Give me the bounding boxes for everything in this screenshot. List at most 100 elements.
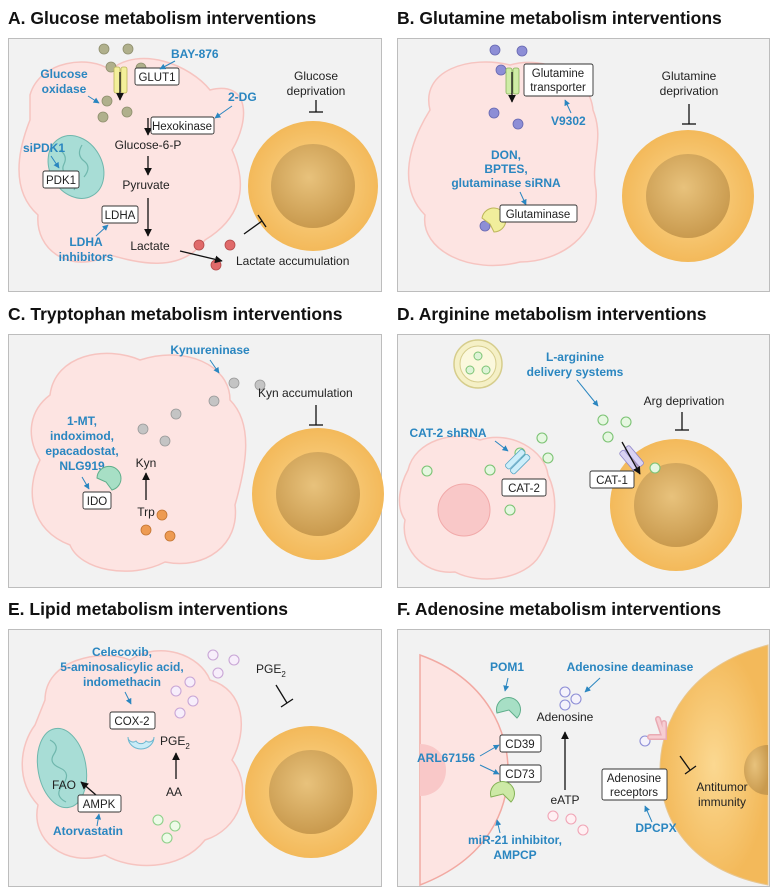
panel-a-title: A. Glucose metabolism interventions — [8, 8, 317, 28]
transporter-icon — [619, 445, 644, 472]
mir21-label-1: miR-21 inhibitor, — [468, 833, 562, 847]
glucose-oxidase-label-2: oxidase — [42, 82, 87, 96]
glut1-box — [134, 67, 180, 86]
panel-d-graphics: L-arginine delivery systems Arg deprivat… — [398, 339, 742, 580]
ldha-inhibitors-label-1: LDHA — [69, 235, 103, 249]
sipdk1-label: siPDK1 — [23, 141, 65, 155]
v9302-label: V9302 — [551, 114, 586, 128]
tumor-cell — [30, 352, 247, 572]
arrow-icon — [124, 691, 132, 705]
arrow-icon — [576, 379, 599, 407]
adenosine-receptors-label-1: Adenosine — [607, 773, 661, 785]
lactate-label: Lactate — [130, 239, 170, 253]
arrow-icon — [80, 781, 97, 796]
arrow-icon — [494, 440, 509, 452]
panel-f-graphics: POM1 Adenosine deaminase Adenosine ARL67… — [417, 644, 769, 887]
arrow-icon — [95, 224, 109, 237]
eatp-label: eATP — [550, 793, 579, 807]
panel-b-title: B. Glutamine metabolism interventions — [397, 8, 722, 28]
nsaid-label-2: 5-aminosalicylic acid, — [60, 660, 183, 674]
ampk-label: AMPK — [83, 799, 116, 811]
glutaminase-box — [499, 204, 578, 223]
mir21-label-2: AMPCP — [493, 848, 536, 862]
glutaminase-label: Glutaminase — [506, 209, 571, 221]
glucose-oxidase-label-1: Glucose — [40, 67, 88, 81]
pom1-label: POM1 — [490, 660, 524, 674]
enzyme-icon — [96, 465, 122, 491]
tumor-nucleus — [420, 744, 446, 796]
pge2-label-inner: PGE2 — [160, 734, 190, 751]
inhibition-bar-icon — [675, 412, 689, 431]
cd39-box — [499, 734, 542, 753]
nsaid-label-1: Celecoxib, — [92, 645, 152, 659]
cat2-shrna-label: CAT-2 shRNA — [409, 426, 486, 440]
inhibition-bar-icon — [682, 104, 696, 125]
arl67156-label: ARL67156 — [417, 751, 475, 765]
trp-molecules — [140, 509, 176, 542]
arrow-icon — [479, 744, 500, 757]
mitochondrion-icon — [36, 727, 88, 809]
glucose6p-label: Glucose-6-P — [115, 138, 182, 152]
trp-label: Trp — [137, 505, 155, 519]
arrow-icon — [495, 819, 502, 834]
glutamine-transporter-label-1: Glutamine — [532, 68, 584, 80]
adenosine-receptors-label-2: receptors — [610, 787, 658, 799]
panel-e-graphics: Celecoxib, 5-aminosalicylic acid, indome… — [21, 645, 377, 867]
panel-d-title: D. Arginine metabolism interventions — [397, 304, 707, 324]
antitumor-immunity-label-2: immunity — [698, 795, 746, 809]
nsaid-label-3: indomethacin — [83, 675, 161, 689]
ido-box — [82, 491, 112, 510]
cd73-box — [499, 764, 542, 783]
t-cell — [610, 439, 742, 571]
hexokinase-box — [150, 116, 215, 135]
inhibition-bar-icon — [275, 684, 294, 708]
glutamine-deprivation-label-1: Glutamine — [662, 69, 717, 83]
cd39-label: CD39 — [505, 739, 534, 751]
enzyme-icon — [496, 697, 521, 719]
panel-e-title: E. Lipid metabolism interventions — [8, 599, 289, 619]
enzyme-icon — [490, 781, 515, 803]
panel-c-title: C. Tryptophan metabolism interventions — [8, 304, 343, 324]
arrow-icon — [621, 441, 641, 475]
larg-delivery-label-2: delivery systems — [527, 365, 624, 379]
ido-label: IDO — [87, 496, 108, 508]
arrow-icon — [584, 677, 601, 693]
aa-label: AA — [166, 785, 182, 799]
glutamine-deprivation-label-2: deprivation — [660, 84, 719, 98]
inhibition-bar-icon — [243, 214, 267, 235]
glucose-deprivation-label-2: deprivation — [287, 84, 346, 98]
tumor-cell — [21, 650, 244, 867]
cat2-box — [501, 478, 547, 497]
arrow-icon — [179, 250, 223, 264]
arg-deprivation-label: Arg deprivation — [644, 394, 725, 408]
dpcpx-label: DPCPX — [635, 821, 676, 835]
pge2-label-outer: PGE2 — [256, 662, 286, 679]
cox2-box — [109, 711, 156, 730]
glutamine-transporter-label-2: transporter — [530, 82, 586, 94]
atp-molecules — [547, 810, 589, 836]
ldha-label: LDHA — [105, 210, 136, 222]
antitumor-immunity-label-1: Antitumor — [696, 780, 747, 794]
receptor-icon — [647, 716, 667, 740]
don-label-3: glutaminase siRNA — [451, 176, 561, 190]
arrow-icon — [81, 476, 90, 490]
transporter-icon — [504, 448, 531, 475]
arrow-icon — [159, 60, 176, 70]
ido-inhibitors-label-4: NLG919 — [59, 459, 105, 473]
inhibition-bar-icon — [309, 100, 323, 113]
arrow-icon — [503, 677, 510, 692]
hexokinase-label: Hexokinase — [152, 121, 212, 133]
arrow-icon — [519, 191, 527, 206]
glucose-deprivation-label-1: Glucose — [294, 69, 338, 83]
arrow-icon — [479, 764, 500, 775]
ido-inhibitors-label-1: 1-MT, — [67, 414, 97, 428]
adenosine-receptors-box — [601, 768, 668, 801]
bay876-label: BAY-876 — [171, 47, 219, 61]
arrow-icon — [564, 99, 572, 114]
panel-f-title: F. Adenosine metabolism interventions — [397, 599, 722, 619]
fao-label: FAO — [52, 778, 76, 792]
kyn-label: Kyn — [136, 456, 157, 470]
t-cell — [248, 121, 378, 251]
cat1-box — [589, 470, 635, 489]
lactate-accumulation-label: Lactate accumulation — [236, 254, 349, 268]
